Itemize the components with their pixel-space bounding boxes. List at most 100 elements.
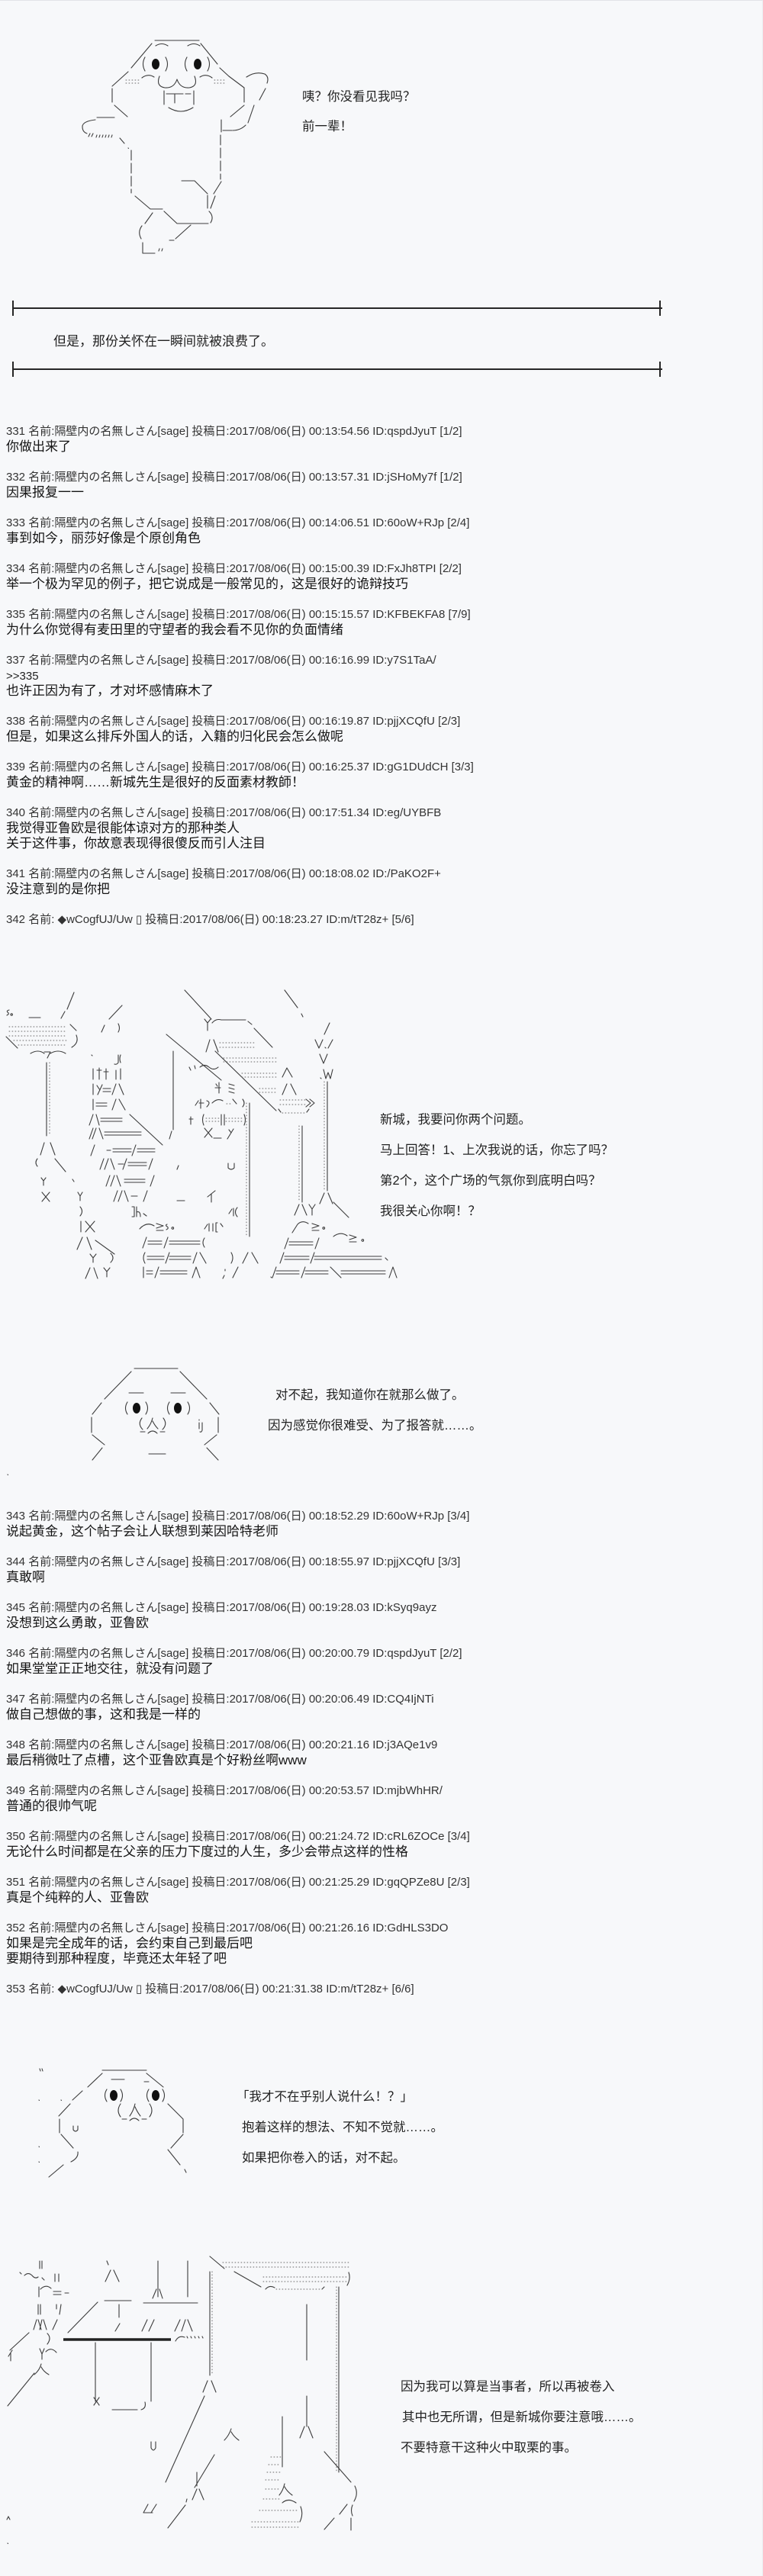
post-header: 343 名前:隔壁内の名無しさん[sage] 投稿日:2017/08/06(日)… — [6, 1509, 470, 1524]
poster-name: 隔壁内の名無しさん[sage] — [54, 761, 189, 773]
post-author: 342 名前: ◆wCogfUJ/Uw ▯ 投稿日:2017/08/06(日) … — [6, 912, 474, 928]
aa-face-outline — [38, 2068, 187, 2178]
poster-name: 隔壁内の名無しさん[sage] — [54, 1647, 189, 1660]
speech-line: 如果把你卷入的话，对不起。 — [242, 2151, 406, 2165]
name-label: 名前: — [28, 1830, 55, 1843]
poster-name: 隔壁内の名無しさん[sage] — [54, 1601, 189, 1614]
poster-id: ID:GdHLS3DO — [372, 1922, 449, 1934]
post-header: 346 名前:隔壁内の名無しさん[sage] 投稿日:2017/08/06(日)… — [6, 1646, 470, 1661]
posted-label: 投稿日: — [192, 715, 230, 728]
aa-right-eye — [194, 59, 201, 69]
post-body-line: 事到如今，丽莎好像是个原创角色 — [6, 531, 201, 545]
speech-line: 我很关心你啊！？ — [380, 1204, 481, 1218]
post-body-line: 为什么你觉得有麦田里的守望者的我会看不见你的负面情绪 — [6, 622, 343, 637]
posted-label: 投稿日: — [192, 1555, 230, 1568]
post-count: [2/4] — [447, 516, 470, 529]
post-header: 342 名前: ◆wCogfUJ/Uw ▯ 投稿日:2017/08/06(日) … — [6, 912, 474, 928]
post-count: [2/3] — [438, 715, 461, 728]
posted-label: 投稿日: — [192, 1510, 230, 1523]
name-label: 名前: — [28, 1647, 55, 1660]
post-body-line: 如果是完全成年的话，会约束自己到最后吧 — [6, 1936, 253, 1950]
post-body-line: 因果报复一一 — [6, 485, 84, 500]
poster-name: 隔壁内の名無しさん[sage] — [54, 562, 189, 575]
posted-label: 投稿日: — [192, 516, 230, 529]
posted-label: 投稿日: — [145, 1983, 183, 1996]
post-count: [3/4] — [447, 1510, 470, 1523]
post: 333 名前:隔壁内の名無しさん[sage] 投稿日:2017/08/06(日)… — [6, 516, 474, 546]
speech-line: 抱着这样的想法、不知不觉就……。 — [242, 2121, 443, 2134]
poster-name: 隔壁内の名無しさん[sage] — [54, 1738, 189, 1751]
poster-id: ID:/PaKO2F+ — [372, 867, 441, 880]
speech-scene-5: 因为我可以算是当事者，所以再被卷入 其中也无所谓，但是新城你要注意哦……。 不要… — [401, 2378, 642, 2469]
post: 332 名前:隔壁内の名無しさん[sage] 投稿日:2017/08/06(日)… — [6, 470, 474, 500]
post: 341 名前:隔壁内の名無しさん[sage] 投稿日:2017/08/06(日)… — [6, 867, 474, 897]
poster-name: 隔壁内の名無しさん[sage] — [54, 425, 189, 438]
poster-name: 隔壁内の名無しさん[sage] — [54, 516, 189, 529]
name-label: 名前: — [28, 425, 55, 438]
post-number: 352 — [6, 1922, 26, 1934]
post-header: 351 名前:隔壁内の名無しさん[sage] 投稿日:2017/08/06(日)… — [6, 1875, 470, 1890]
post-number: 343 — [6, 1510, 26, 1523]
post-body-line: 说起黄金，这个帖子会让人联想到莱因哈特老师 — [6, 1524, 278, 1539]
post-body-line: 如果堂堂正正地交往，就没有问题了 — [6, 1661, 214, 1676]
post-number: 339 — [6, 761, 26, 773]
post-datetime: 2017/08/06(日) 00:20:53.57 — [229, 1784, 370, 1797]
post-number: 349 — [6, 1784, 26, 1797]
posts-block-2: 343 名前:隔壁内の名無しさん[sage] 投稿日:2017/08/06(日)… — [6, 1509, 470, 2012]
poster-id: ID:pjjXCQfU — [372, 1555, 435, 1568]
aa-eye-brackets — [142, 56, 211, 72]
post-datetime: 2017/08/06(日) 00:21:25.29 — [229, 1876, 370, 1889]
post: 331 名前:隔壁内の名無しさん[sage] 投稿日:2017/08/06(日)… — [6, 424, 474, 455]
aa-left-figure — [5, 992, 115, 1279]
reply-anchor-link[interactable]: >>335 — [6, 670, 39, 683]
name-label: 名前: — [28, 654, 55, 667]
post-datetime: 2017/08/06(日) 00:16:16.99 — [229, 654, 370, 667]
aa-cheeks-nose — [141, 75, 213, 88]
speech-scene-3: 对不起，我知道你在就那么做了。 因为感觉你很难受、为了报答就……。 — [268, 1386, 482, 1447]
name-label: 名前: — [28, 761, 55, 773]
post-body-line: 要期待到那种程度，毕竟还太年轻了吧 — [6, 1951, 227, 1966]
post-header: 340 名前:隔壁内の名無しさん[sage] 投稿日:2017/08/06(日)… — [6, 806, 474, 821]
post-count: [1/2] — [439, 425, 462, 438]
name-label: 名前: — [28, 1510, 55, 1523]
aa-mouth — [163, 90, 195, 112]
poster-name: 隔壁内の名無しさん[sage] — [54, 654, 189, 667]
poster-name: 隔壁内の名無しさん[sage] — [54, 1693, 189, 1706]
name-label: 名前: — [28, 1922, 55, 1934]
post-body-line: 你做出来了 — [6, 439, 71, 454]
post: 351 名前:隔壁内の名無しさん[sage] 投稿日:2017/08/06(日)… — [6, 1875, 470, 1905]
aa-face-outline — [7, 1368, 220, 1476]
post: 334 名前:隔壁内の名無しさん[sage] 投稿日:2017/08/06(日)… — [6, 561, 474, 592]
poster-name: 隔壁内の名無しさん[sage] — [54, 608, 189, 621]
poster-name: 隔壁内の名無しさん[sage] — [54, 1876, 189, 1889]
post-count: [2/2] — [439, 562, 462, 575]
post-header: 335 名前:隔壁内の名無しさん[sage] 投稿日:2017/08/06(日)… — [6, 607, 474, 622]
post-datetime: 2017/08/06(日) 00:14:06.51 — [229, 516, 370, 529]
aa-nose-mouth — [118, 2103, 153, 2121]
poster-name: 隔壁内の名無しさん[sage] — [54, 1510, 189, 1523]
speech-scene-2: 新城，我要问你两个问题。 马上回答！1、上次我说的话，你忘了吗？ 第2个，这个广… — [380, 1111, 613, 1233]
poster-id: ID:kSyq9ayz — [372, 1601, 437, 1614]
posted-label: 投稿日: — [192, 562, 230, 575]
post-body-line: 但是，如果这么排斥外国人的话，入籍的归化民会怎么做呢 — [6, 729, 343, 744]
post-body-line: >>335 — [6, 668, 474, 683]
speech-line: 对不起，我知道你在就那么做了。 — [275, 1388, 465, 1402]
aa-figure-table-scene — [6, 2256, 357, 2545]
post-count: [3/4] — [447, 1830, 470, 1843]
post-body-line: 真敢啊 — [6, 1570, 45, 1584]
post-body-line: 无论什么时间都是在父亲的压力下度过的人生，多少会带点这样的性格 — [6, 1844, 408, 1859]
rule-end-tick — [12, 362, 14, 377]
post-header: 352 名前:隔壁内の名無しさん[sage] 投稿日:2017/08/06(日)… — [6, 1921, 470, 1936]
post: 343 名前:隔壁内の名無しさん[sage] 投稿日:2017/08/06(日)… — [6, 1509, 470, 1539]
post: 339 名前:隔壁内の名無しさん[sage] 投稿日:2017/08/06(日)… — [6, 760, 474, 790]
name-label: 名前: — [28, 471, 55, 484]
post-count: [1/2] — [439, 471, 462, 484]
post-number: 331 — [6, 425, 26, 438]
aa-left-arm — [82, 88, 130, 150]
post-number: 332 — [6, 471, 26, 484]
posted-label: 投稿日: — [192, 654, 230, 667]
aa-left-eye — [133, 1403, 140, 1413]
speech-scene-1: 咦？你没看见我吗？ 前一辈！ — [302, 88, 416, 147]
post-header: 347 名前:隔壁内の名無しさん[sage] 投稿日:2017/08/06(日)… — [6, 1692, 470, 1707]
